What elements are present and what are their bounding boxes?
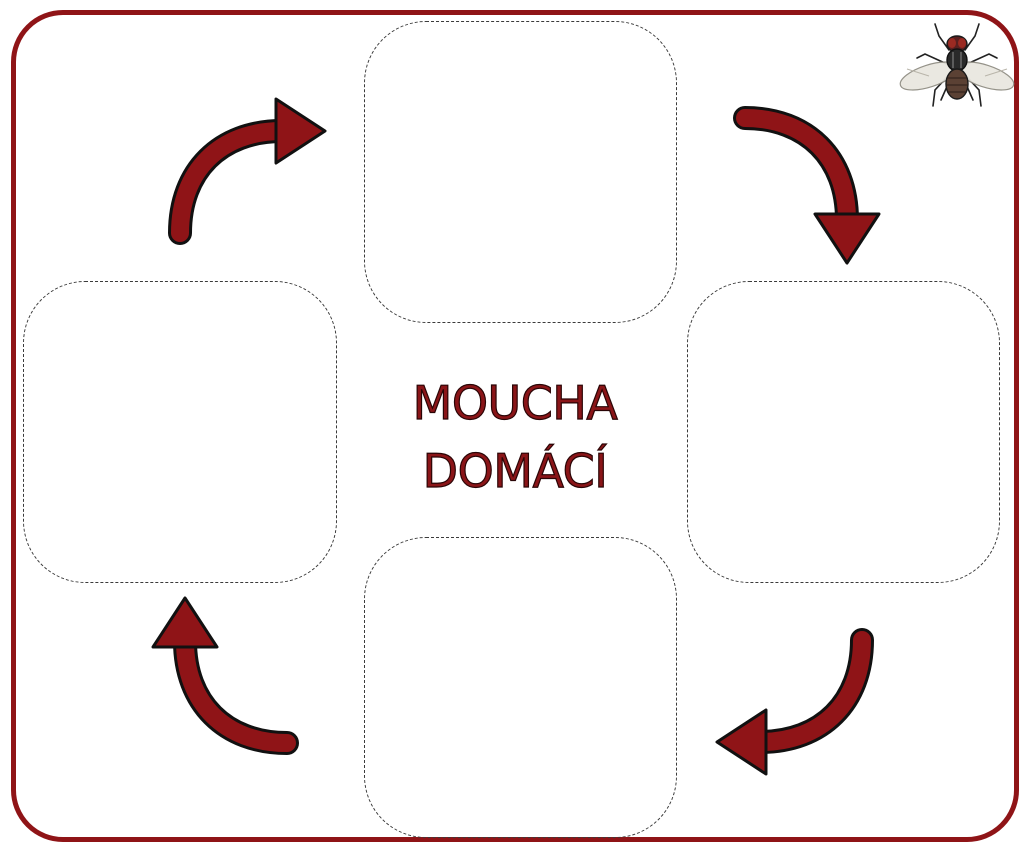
arrow-top-right (745, 118, 879, 263)
stage-box-left[interactable] (23, 281, 337, 583)
arrow-top-left (180, 99, 325, 233)
arrow-bottom-left (153, 598, 287, 743)
stage-box-bottom[interactable] (364, 537, 677, 838)
stage-box-right[interactable] (687, 281, 1000, 583)
arrow-bottom-right (717, 640, 862, 774)
housefly-icon (899, 23, 1015, 107)
title-line-2: DOMÁCÍ (422, 443, 608, 498)
title-line-1: MOUCHA (412, 375, 618, 430)
stage-box-top[interactable] (364, 21, 677, 323)
